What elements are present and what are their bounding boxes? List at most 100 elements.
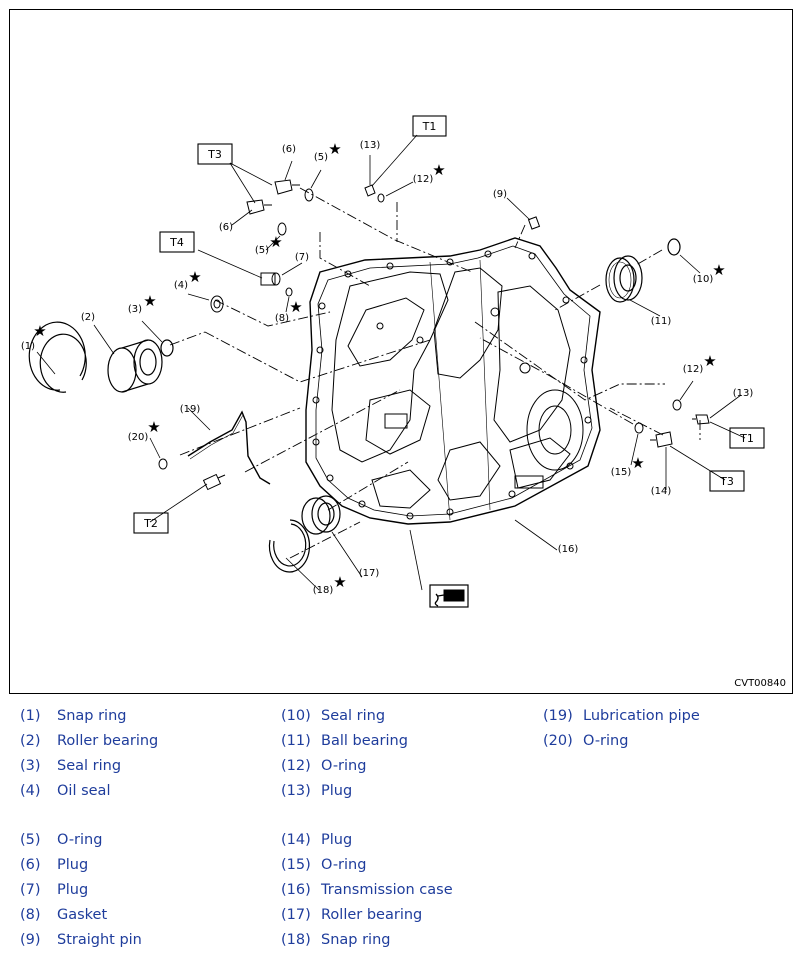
legend-item: (15)O-ring [281, 853, 453, 878]
replace-part-star-icon: ★ [147, 418, 160, 436]
t3-upper-box [197, 143, 233, 165]
torque-label-t4: T4 [169, 236, 184, 249]
legend-item: (14) Plug [281, 828, 453, 853]
plug-7 [260, 272, 281, 286]
t4-box [159, 231, 195, 253]
figure-id: CVT00840 [734, 678, 786, 689]
legend-part-name: Seal ring [321, 708, 386, 724]
replace-part-star-icon: ★ [631, 454, 644, 472]
lubrication-pipe-19 [187, 410, 271, 485]
legend-item: (3)Seal ring [20, 754, 158, 779]
snap-ring-18 [268, 519, 311, 573]
callout-5-upper: (5) [314, 152, 328, 163]
callout-16: (16) [558, 544, 579, 555]
o-ring-20 [158, 458, 168, 470]
o-ring-5-upper [304, 188, 314, 202]
plug-14 [650, 431, 673, 448]
legend-part-name: Plug [57, 857, 89, 873]
callout-9: (9) [493, 189, 507, 200]
legend-item: (10) Seal ring [281, 704, 453, 729]
callout-8: (8) [275, 313, 289, 324]
callout-14: (14) [651, 486, 672, 497]
torque-label-t3-lower: T3 [719, 475, 734, 488]
legend-number: (4) [20, 783, 41, 799]
torque-label-t2: T2 [143, 517, 158, 530]
callout-5-lower: (5) [255, 245, 269, 256]
legend-number: (20) [543, 733, 573, 749]
legend-number: (16) [281, 882, 311, 898]
plug-6-lower [246, 199, 272, 215]
torque-label-t1-lower: T1 [739, 432, 754, 445]
legend-number: (8) [20, 907, 41, 923]
callout-19: (19) [180, 404, 201, 415]
oil-seal-4 [210, 295, 224, 313]
o-ring-12-upper [377, 193, 385, 203]
replace-part-star-icon: ★ [333, 573, 346, 591]
legend-item: (8) Gasket [20, 903, 158, 928]
torque-label-t1-upper: T1 [422, 120, 437, 133]
legend-number: (9) [20, 932, 41, 948]
torque-label-boxes [133, 115, 765, 534]
legend-part-name: Lubrication pipe [583, 708, 700, 724]
legend-part-name: Seal ring [57, 758, 122, 774]
replace-part-star-icon: ★ [188, 268, 201, 286]
callout-20: (20) [128, 432, 149, 443]
exploded-view-figure: T1 T1 T2 T3 T3 T4 (1) (2) (3) (4) (5) (5… [9, 9, 793, 694]
legend-number: (1) [20, 708, 41, 724]
replace-part-star-icon: ★ [703, 352, 716, 370]
o-ring-15 [634, 422, 644, 434]
callout-18: (18) [313, 585, 334, 596]
legend-part-name: O-ring [583, 733, 629, 749]
legend-number: (6) [20, 857, 41, 873]
roller-bearing-2 [107, 339, 163, 393]
leader-lines [36, 134, 746, 591]
legend-item: (20) O-ring [543, 729, 700, 754]
callout-11: (11) [651, 316, 672, 327]
legend-number: (12) [281, 758, 311, 774]
t1-lower-box [729, 427, 765, 449]
legend-item: (13)Plug [281, 779, 453, 804]
legend-spacer [281, 804, 453, 828]
callout-3: (3) [128, 304, 142, 315]
o-ring-12-right [672, 399, 682, 411]
t2-box [133, 512, 169, 534]
assembly-axis-lines [169, 187, 701, 559]
seal-ring-10 [667, 238, 681, 256]
legend-part-name: Snap ring [57, 708, 127, 724]
legend-column-3: (19) Lubrication pipe (20) O-ring [543, 704, 700, 754]
legend-part-name: O-ring [321, 758, 367, 774]
legend-part-name: Plug [57, 882, 89, 898]
transmission-case-16 [305, 237, 601, 525]
legend-part-name: Plug [321, 832, 353, 848]
callout-6-lower: (6) [219, 222, 233, 233]
legend-part-name: O-ring [57, 832, 103, 848]
legend-number: (18) [281, 932, 311, 948]
plug-6-upper [274, 179, 300, 195]
legend-part-name: Straight pin [57, 932, 142, 948]
legend-part-name: Roller bearing [321, 907, 423, 923]
roller-bearing-17 [301, 495, 341, 535]
legend-item: (2)Roller bearing [20, 729, 158, 754]
legend-item: (5)O-ring [20, 828, 158, 853]
callout-12-upper: (12) [413, 174, 434, 185]
legend-part-name: Gasket [57, 907, 108, 923]
legend-part-name: Ball bearing [321, 733, 408, 749]
replace-part-star-icon: ★ [143, 292, 156, 310]
legend-part-name: Plug [321, 783, 353, 799]
legend-part-name: Snap ring [321, 932, 391, 948]
legend-number: (14) [281, 832, 311, 848]
callout-12-right: (12) [683, 364, 704, 375]
gasket-8 [285, 287, 293, 297]
legend-column-2: (10)Seal ring (11)Ball bearing (12)O-rin… [281, 704, 453, 953]
legend-item: (6) Plug [20, 853, 158, 878]
legend-item: (16)Transmission case [281, 878, 453, 903]
replace-part-star-icon: ★ [712, 261, 725, 279]
legend-part-name: Oil seal [57, 783, 111, 799]
legend-number: (10) [281, 708, 311, 724]
sealant-application-icon [429, 584, 469, 608]
plug-13-upper [364, 184, 376, 197]
legend-item: (17)Roller bearing [281, 903, 453, 928]
replace-part-star-icon: ★ [269, 233, 282, 251]
legend-item: (7)Plug [20, 878, 158, 903]
legend-number: (19) [543, 708, 573, 724]
